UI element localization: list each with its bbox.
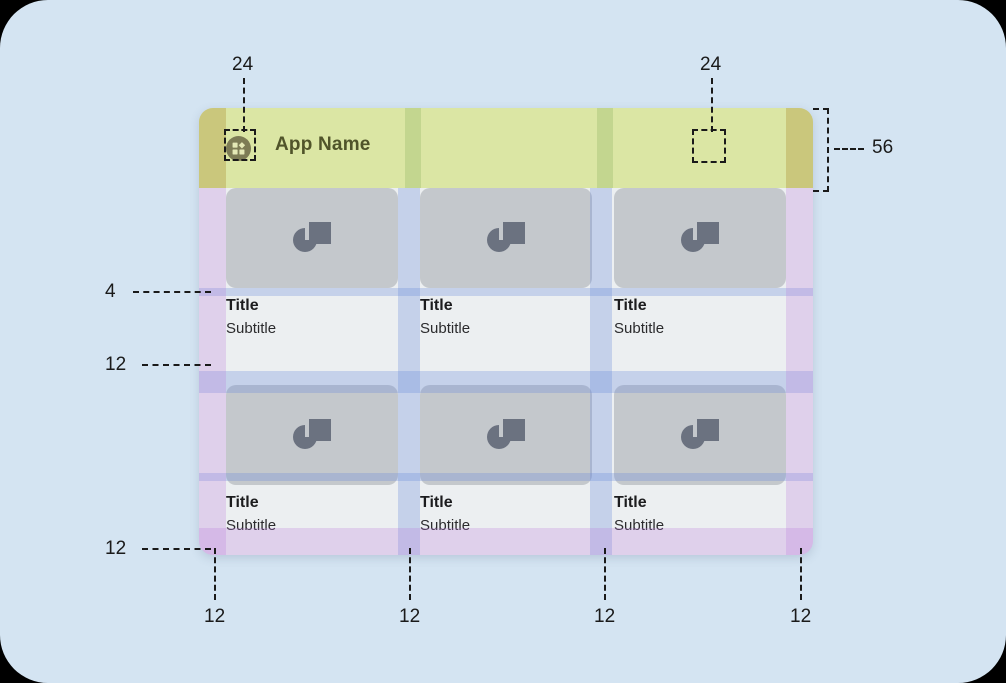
card-row: Title Subtitle Title Subtitle: [226, 188, 786, 363]
right-margin-overlay: [786, 188, 813, 555]
annotation-gutter-3: 12: [594, 606, 616, 627]
card-title: Title: [614, 494, 647, 511]
card-text: Title Subtitle: [614, 485, 786, 555]
left-margin-overlay: [199, 188, 226, 555]
card[interactable]: Title Subtitle: [226, 188, 398, 363]
card-row: Title Subtitle Title Subtitle: [226, 385, 786, 555]
card-subtitle: Subtitle: [420, 320, 471, 337]
annotation-row-gap: 12: [105, 354, 127, 375]
annotation-leading-icon-size: 24: [232, 54, 254, 75]
card-text: Title Subtitle: [226, 288, 398, 363]
card-title: Title: [420, 494, 453, 511]
card-title: Title: [614, 297, 647, 314]
annotation-right-margin: 12: [790, 606, 812, 627]
appbar-height-bracket: [813, 108, 829, 192]
annotation-appbar-height: 56: [872, 137, 894, 158]
image-placeholder-icon: [487, 419, 525, 449]
annotation-bottom-margin: 12: [105, 538, 127, 559]
leader-line-gutter-2: [409, 548, 411, 600]
leader-line-search-icon: [711, 78, 713, 132]
card[interactable]: Title Subtitle: [226, 385, 398, 555]
card-title: Title: [420, 297, 453, 314]
app-bar-leading-button[interactable]: [226, 136, 251, 161]
leader-line-right-margin: [800, 548, 802, 600]
app-title: App Name: [275, 134, 371, 155]
card-subtitle: Subtitle: [226, 320, 277, 337]
card-subtitle: Subtitle: [226, 517, 277, 534]
card-image: [420, 188, 592, 288]
leader-line-image-title-gap: [133, 291, 211, 293]
image-placeholder-icon: [487, 222, 525, 252]
card-text: Title Subtitle: [420, 288, 592, 363]
search-icon-measure-box: [692, 129, 726, 163]
card[interactable]: Title Subtitle: [614, 385, 786, 555]
card-image: [226, 188, 398, 288]
card-text: Title Subtitle: [226, 485, 398, 555]
annotation-image-title-gap: 4: [105, 281, 116, 302]
leader-line-gutter-3: [604, 548, 606, 600]
card-grid: Title Subtitle Title Subtitle: [226, 188, 786, 555]
card-image: [226, 385, 398, 485]
leading-icon-measure-box: [224, 129, 256, 161]
image-placeholder-icon: [681, 419, 719, 449]
card-subtitle: Subtitle: [614, 320, 665, 337]
card-subtitle: Subtitle: [614, 517, 665, 534]
card-image: [420, 385, 592, 485]
annotation-gutter-1: 12: [204, 606, 226, 627]
card-image: [614, 385, 786, 485]
leader-line-row-gap: [142, 364, 211, 366]
card[interactable]: Title Subtitle: [614, 188, 786, 363]
card-text: Title Subtitle: [420, 485, 592, 555]
app-bar: App Name: [199, 108, 813, 188]
card-title: Title: [226, 297, 259, 314]
annotation-search-icon-size: 24: [700, 54, 722, 75]
image-placeholder-icon: [681, 222, 719, 252]
card[interactable]: Title Subtitle: [420, 188, 592, 363]
row-gap: [226, 363, 786, 385]
card-text: Title Subtitle: [614, 288, 786, 363]
app-mockup-frame: App Name: [199, 108, 813, 555]
leader-line-bottom-margin: [142, 548, 211, 550]
annotation-gutter-2: 12: [399, 606, 421, 627]
card-title: Title: [226, 494, 259, 511]
image-placeholder-icon: [293, 222, 331, 252]
leader-line-leading-icon: [243, 78, 245, 132]
leader-line-left-margin: [214, 548, 216, 600]
card-image: [614, 188, 786, 288]
card-subtitle: Subtitle: [420, 517, 471, 534]
widgets-icon: [226, 136, 251, 161]
card[interactable]: Title Subtitle: [420, 385, 592, 555]
image-placeholder-icon: [293, 419, 331, 449]
leader-line-appbar-height: [834, 148, 864, 150]
